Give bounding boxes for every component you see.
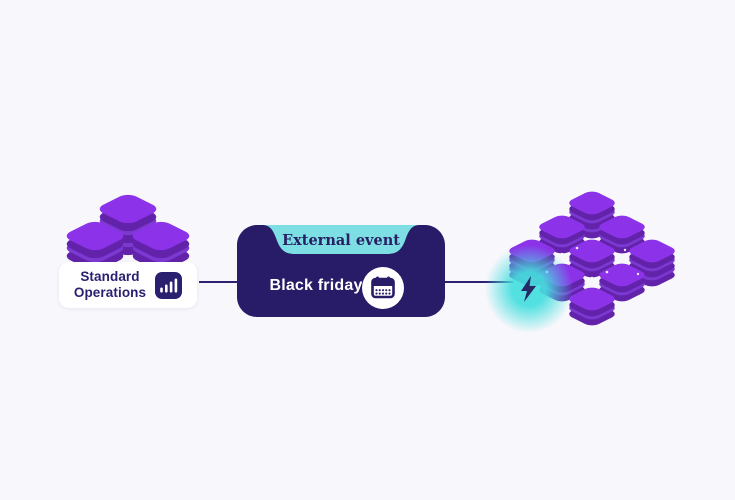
bar-chart-icon <box>155 271 183 299</box>
standard-operations-card: Standard Operations <box>59 262 197 308</box>
connector-left <box>199 281 237 283</box>
standard-operations-label: Standard Operations <box>74 269 146 301</box>
event-name-label: Black friday <box>269 277 363 294</box>
lightning-bolt-icon <box>521 276 536 302</box>
event-box-header-label: External event <box>282 232 400 249</box>
event-header-band <box>243 225 439 259</box>
external-event-box: External event Black friday <box>237 225 445 317</box>
standard-operations-label-line1: Standard <box>80 269 140 285</box>
connector-right <box>445 281 513 283</box>
standard-operations-label-line2: Operations <box>73 285 147 300</box>
calendar-icon <box>361 266 405 310</box>
